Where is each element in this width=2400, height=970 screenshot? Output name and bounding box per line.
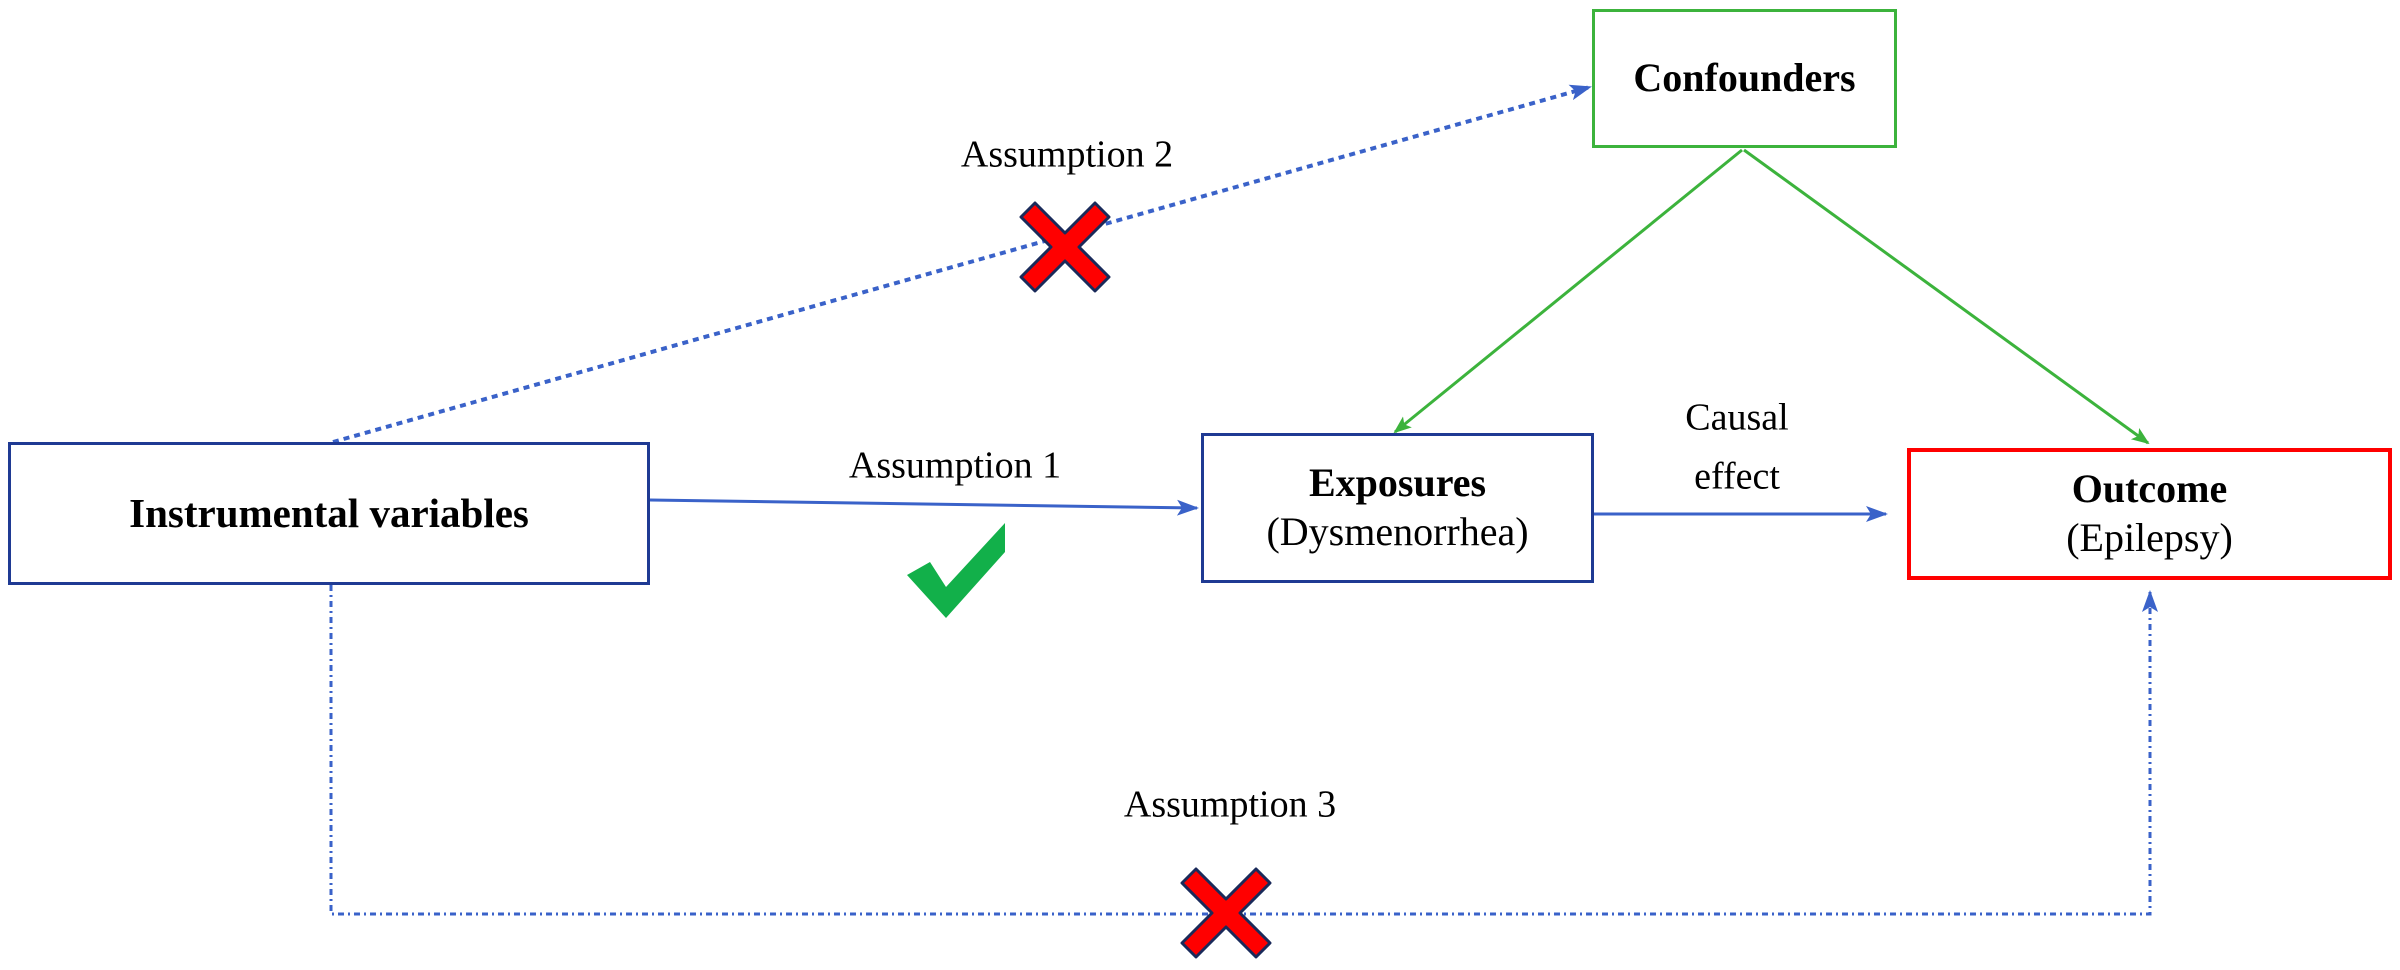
node-instrumental-variables: Instrumental variables — [8, 442, 650, 585]
causal-effect-label-line2: effect — [1694, 455, 1780, 498]
node-outcome: Outcome (Epilepsy) — [1907, 448, 2392, 580]
check-icon — [907, 523, 1005, 618]
edge-confounders-outcome — [1743, 148, 2150, 445]
cross-icon — [1019, 201, 1111, 293]
node-subtitle: (Epilepsy) — [2066, 515, 2233, 560]
node-title: Confounders — [1633, 55, 1856, 101]
assumption-2-label: Assumption 2 — [960, 133, 1174, 176]
edge-iv-confounders — [332, 84, 1592, 444]
node-exposures: Exposures (Dysmenorrhea) — [1201, 433, 1594, 583]
edge-iv-outcome — [329, 585, 2158, 916]
node-title: Outcome — [2071, 466, 2228, 512]
causal-effect-label-line1: Causal — [1685, 396, 1789, 439]
node-confounders: Confounders — [1592, 9, 1897, 148]
node-subtitle: (Dysmenorrhea) — [1266, 509, 1529, 554]
assumption-1-label: Assumption 1 — [848, 444, 1062, 487]
assumption-3-label: Assumption 3 — [1123, 783, 1337, 826]
node-title: Instrumental variables — [129, 490, 529, 537]
cross-icon — [1180, 867, 1272, 959]
edge-iv-exposures — [649, 498, 1199, 516]
node-title: Exposures — [1308, 460, 1487, 506]
edge-confounders-exposures — [1393, 148, 1743, 434]
